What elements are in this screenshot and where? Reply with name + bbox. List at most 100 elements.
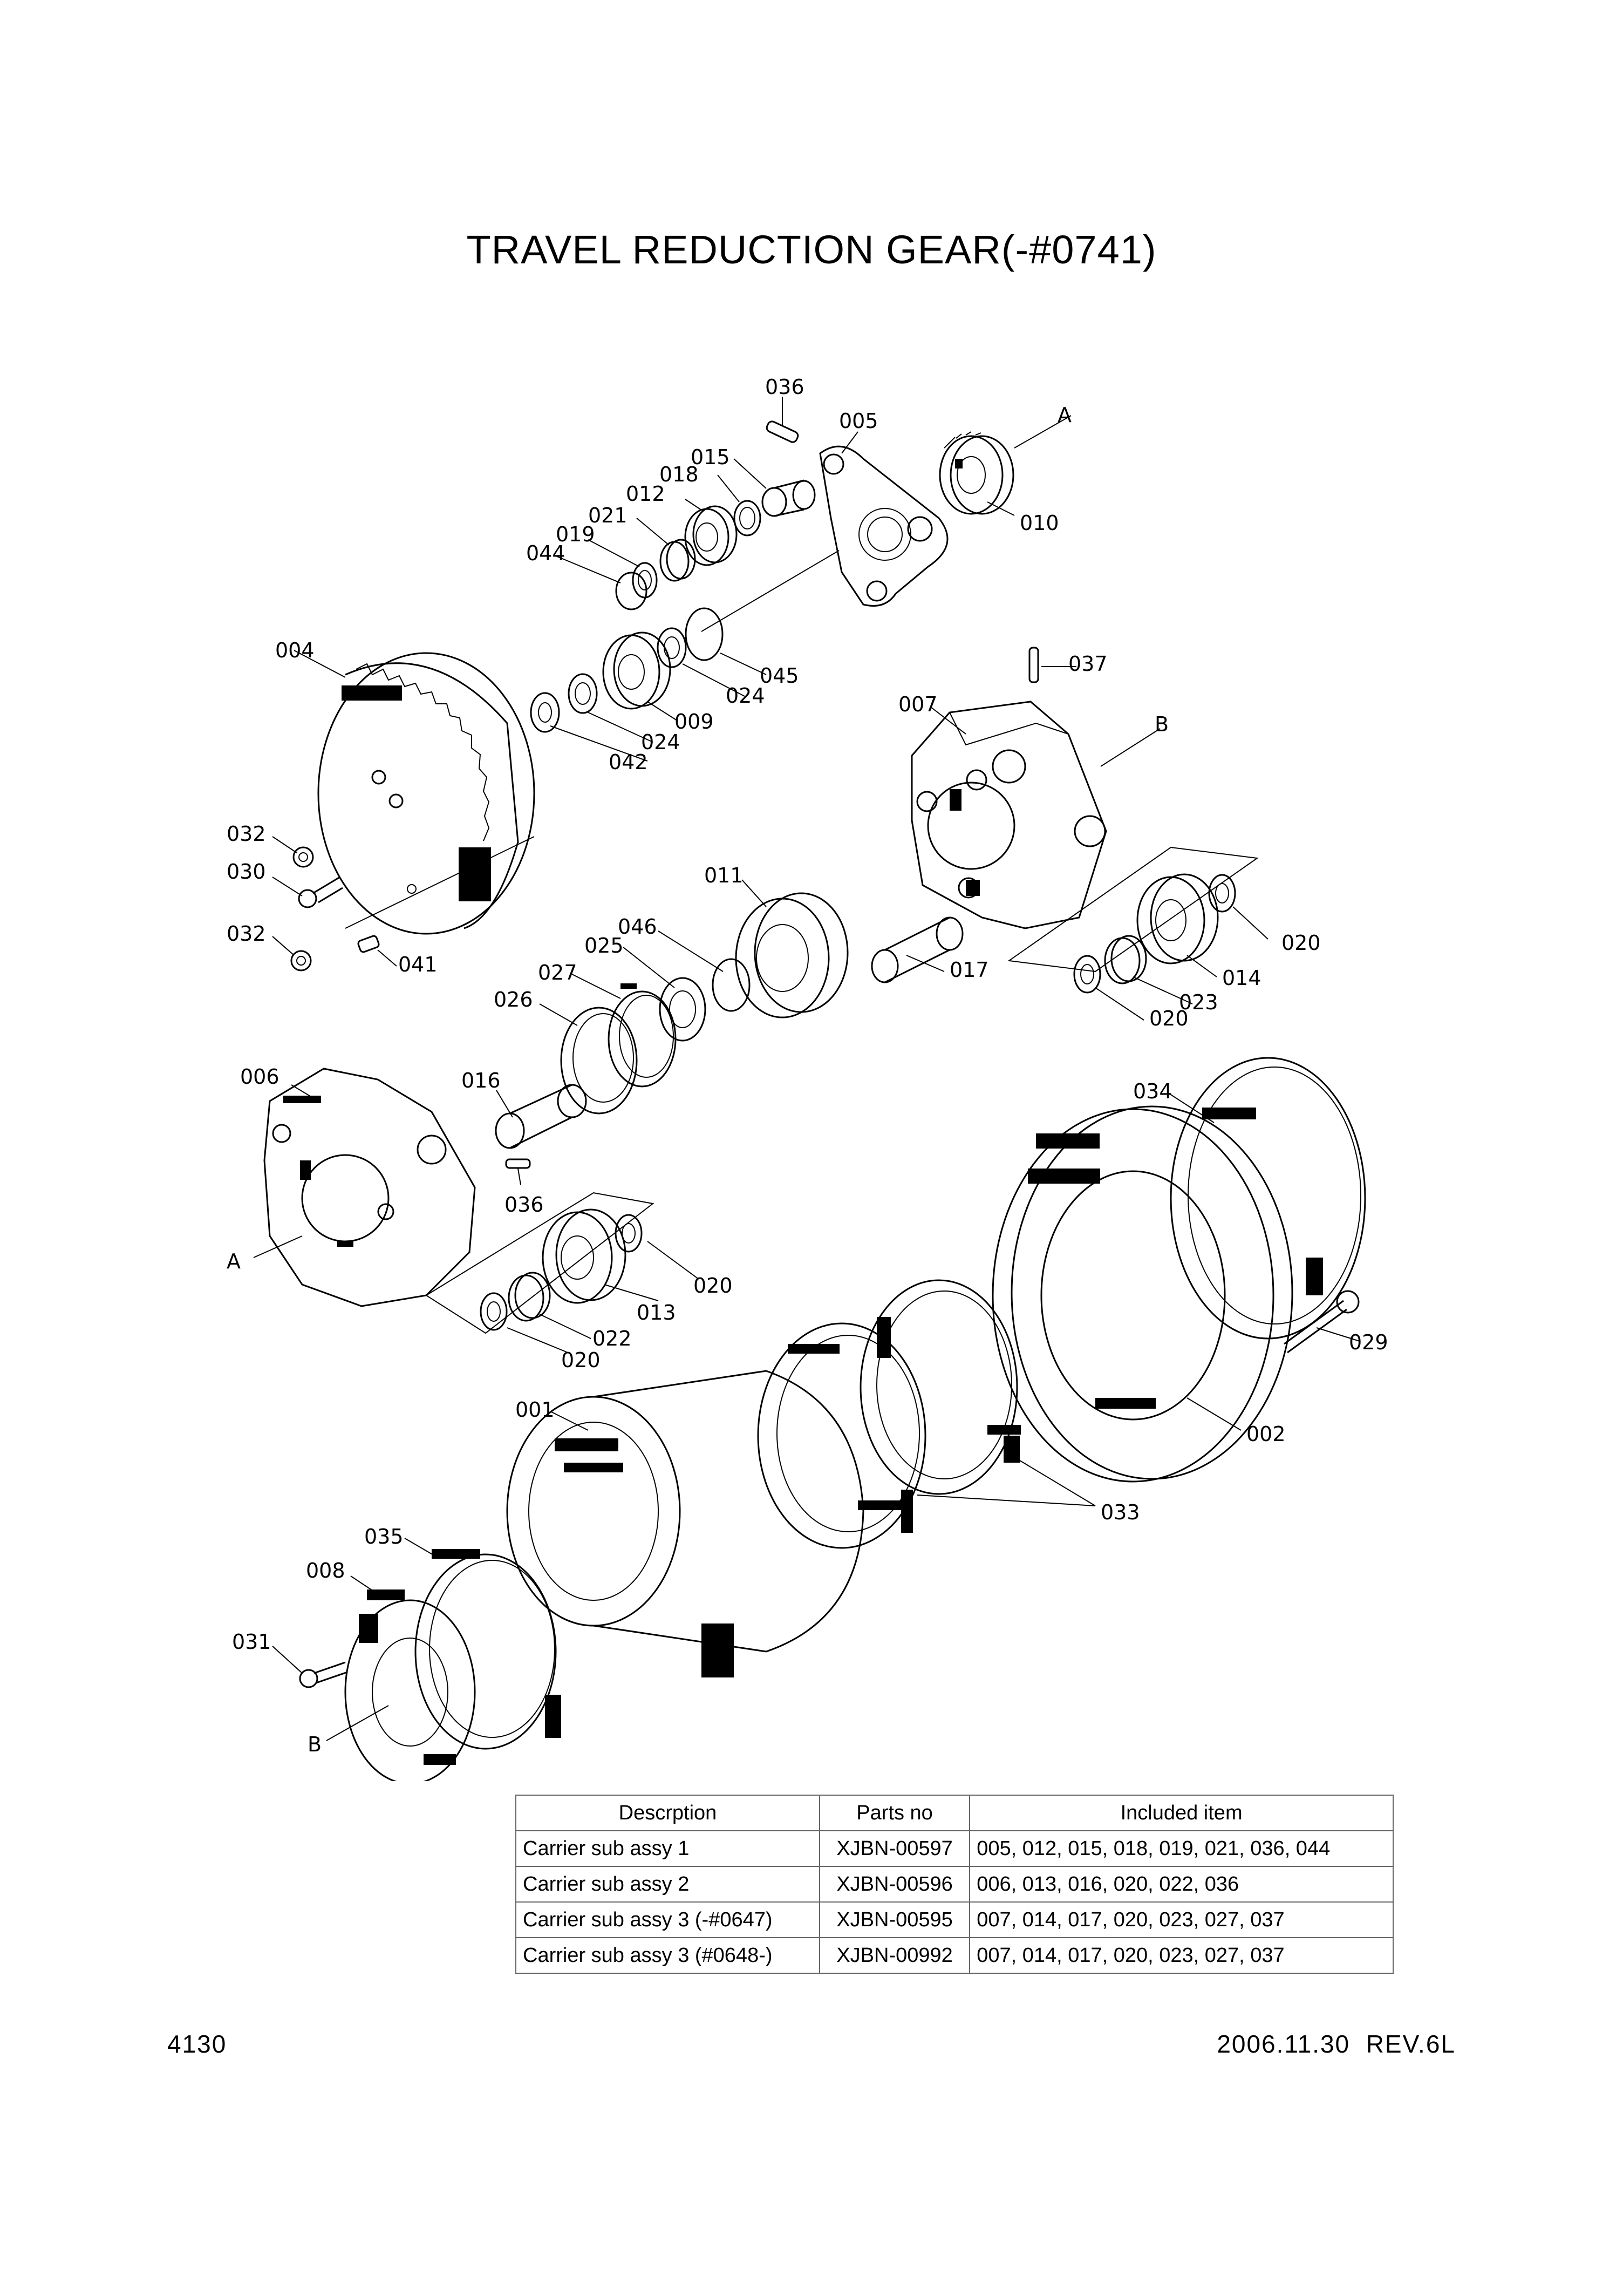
callout-029: 029: [1349, 1330, 1388, 1354]
carrier-005: [819, 445, 949, 607]
callout-007: 007: [898, 692, 938, 716]
callout-016: 016: [461, 1069, 501, 1092]
gear-011: [735, 892, 849, 1018]
ring-045: [685, 607, 724, 661]
callout-012: 012: [626, 482, 665, 506]
washer-020-c: [615, 1214, 643, 1253]
parts-table: Descrption Parts no Included item Carrie…: [515, 1795, 1394, 1974]
callout-032-a: 032: [227, 822, 266, 846]
carrier-007: [911, 701, 1107, 929]
callout-B-top: B: [1155, 712, 1169, 736]
table-cell: Carrier sub assy 3 (-#0647): [515, 1901, 820, 1938]
ring-046: [712, 958, 751, 1012]
bolt-032-b: [290, 950, 312, 972]
gear-014: [1136, 873, 1219, 964]
callout-005: 005: [839, 409, 878, 433]
callout-020-a: 020: [1281, 931, 1321, 955]
table-cell: 006, 013, 016, 020, 022, 036: [969, 1866, 1394, 1903]
callout-014: 014: [1222, 966, 1261, 990]
callout-011: 011: [704, 864, 744, 887]
callout-036-mid: 036: [504, 1193, 544, 1217]
callout-020-c: 020: [693, 1274, 733, 1298]
hub-001: [506, 1370, 864, 1677]
callout-032-b: 032: [227, 922, 266, 946]
callout-B-bottom: B: [308, 1733, 322, 1756]
cover-008: [344, 1589, 476, 1781]
callout-031: 031: [232, 1630, 271, 1654]
callout-041: 041: [398, 953, 438, 976]
washer-020-a: [1208, 874, 1236, 913]
callout-022: 022: [592, 1327, 632, 1350]
table-cell: Carrier sub assy 1: [515, 1830, 820, 1867]
callout-024-b: 024: [641, 730, 680, 754]
washer-024-b: [568, 673, 598, 714]
callout-033: 033: [1101, 1500, 1140, 1524]
table-cell: Carrier sub assy 3 (#0648-): [515, 1937, 820, 1974]
callout-030: 030: [227, 860, 266, 884]
callout-046: 046: [618, 915, 657, 939]
callout-037: 037: [1068, 652, 1108, 676]
callout-021: 021: [588, 504, 628, 527]
washer-020-d: [480, 1292, 508, 1331]
ring-026: [560, 1007, 638, 1115]
pin-036-mid: [505, 1158, 531, 1169]
callout-044: 044: [526, 541, 565, 565]
callout-013: 013: [637, 1301, 676, 1324]
bolt-032-a: [292, 846, 314, 868]
callout-023: 023: [1179, 990, 1218, 1014]
table-cell: 007, 014, 017, 020, 023, 027, 037: [969, 1901, 1394, 1938]
callout-025: 025: [584, 934, 624, 957]
drum-004: [317, 652, 535, 935]
callout-024-a: 024: [726, 684, 765, 708]
callout-020-d: 020: [561, 1348, 601, 1372]
bearing-033-inner: [757, 1322, 926, 1549]
washer-019: [632, 562, 658, 599]
callout-labels: 036 005 A 015 018 012 021 019 044 010 00…: [227, 375, 1388, 1756]
table-header-row: Descrption Parts no Included item: [515, 1795, 1394, 1831]
carrier-006: [263, 1068, 476, 1307]
table-cell: XJBN-00597: [819, 1830, 971, 1867]
bearing-021: [659, 539, 696, 582]
table-cell: XJBN-00595: [819, 1901, 971, 1938]
callout-009: 009: [674, 710, 714, 733]
callout-027: 027: [538, 961, 577, 984]
callout-004: 004: [275, 638, 315, 662]
housing-002: [992, 1105, 1293, 1483]
bolt-030: [298, 876, 343, 908]
callout-015: 015: [691, 445, 730, 469]
page-title: TRAVEL REDUCTION GEAR(-#0741): [466, 227, 1157, 272]
leader-lines: [253, 397, 1360, 1741]
callout-001: 001: [515, 1398, 555, 1422]
washer-020-b: [1073, 955, 1101, 994]
table-cell: 005, 012, 015, 018, 019, 021, 036, 044: [969, 1830, 1394, 1867]
exploded-view-diagram: 036 005 A 015 018 012 021 019 044 010 00…: [227, 375, 1388, 1781]
washer-018: [733, 500, 761, 536]
washer-024-a: [657, 627, 687, 668]
gear-009: [602, 631, 671, 710]
washer-025: [659, 977, 706, 1042]
bearing-033-outer: [860, 1279, 1021, 1495]
page-number: 4130: [167, 2030, 227, 2058]
pin-017: [871, 916, 964, 983]
gear-013: [542, 1208, 626, 1304]
callout-019: 019: [556, 522, 595, 546]
table-cell: XJBN-00596: [819, 1866, 971, 1903]
callout-010: 010: [1020, 511, 1059, 535]
seal-034: [1170, 1057, 1366, 1340]
table-row: Carrier sub assy 3 (-#0647) XJBN-00595 0…: [515, 1901, 1394, 1938]
table-row: Carrier sub assy 3 (#0648-) XJBN-00992 0…: [515, 1937, 1394, 1974]
callout-034: 034: [1133, 1079, 1172, 1103]
bolt-029: [1284, 1290, 1360, 1354]
pin-015: [761, 479, 816, 517]
column-header: Parts no: [819, 1795, 971, 1831]
ring-027: [608, 983, 677, 1088]
callout-A-top: A: [1058, 403, 1072, 427]
callout-008: 008: [306, 1559, 345, 1582]
bearing-022: [508, 1272, 551, 1322]
washer-042: [530, 692, 560, 733]
table-cell: Carrier sub assy 2: [515, 1866, 820, 1903]
pin-036-top: [766, 420, 799, 443]
pin-016: [495, 1084, 587, 1149]
gear-012: [684, 505, 738, 566]
date-revision: 2006.11.30 REV.6L: [1217, 2030, 1456, 2058]
